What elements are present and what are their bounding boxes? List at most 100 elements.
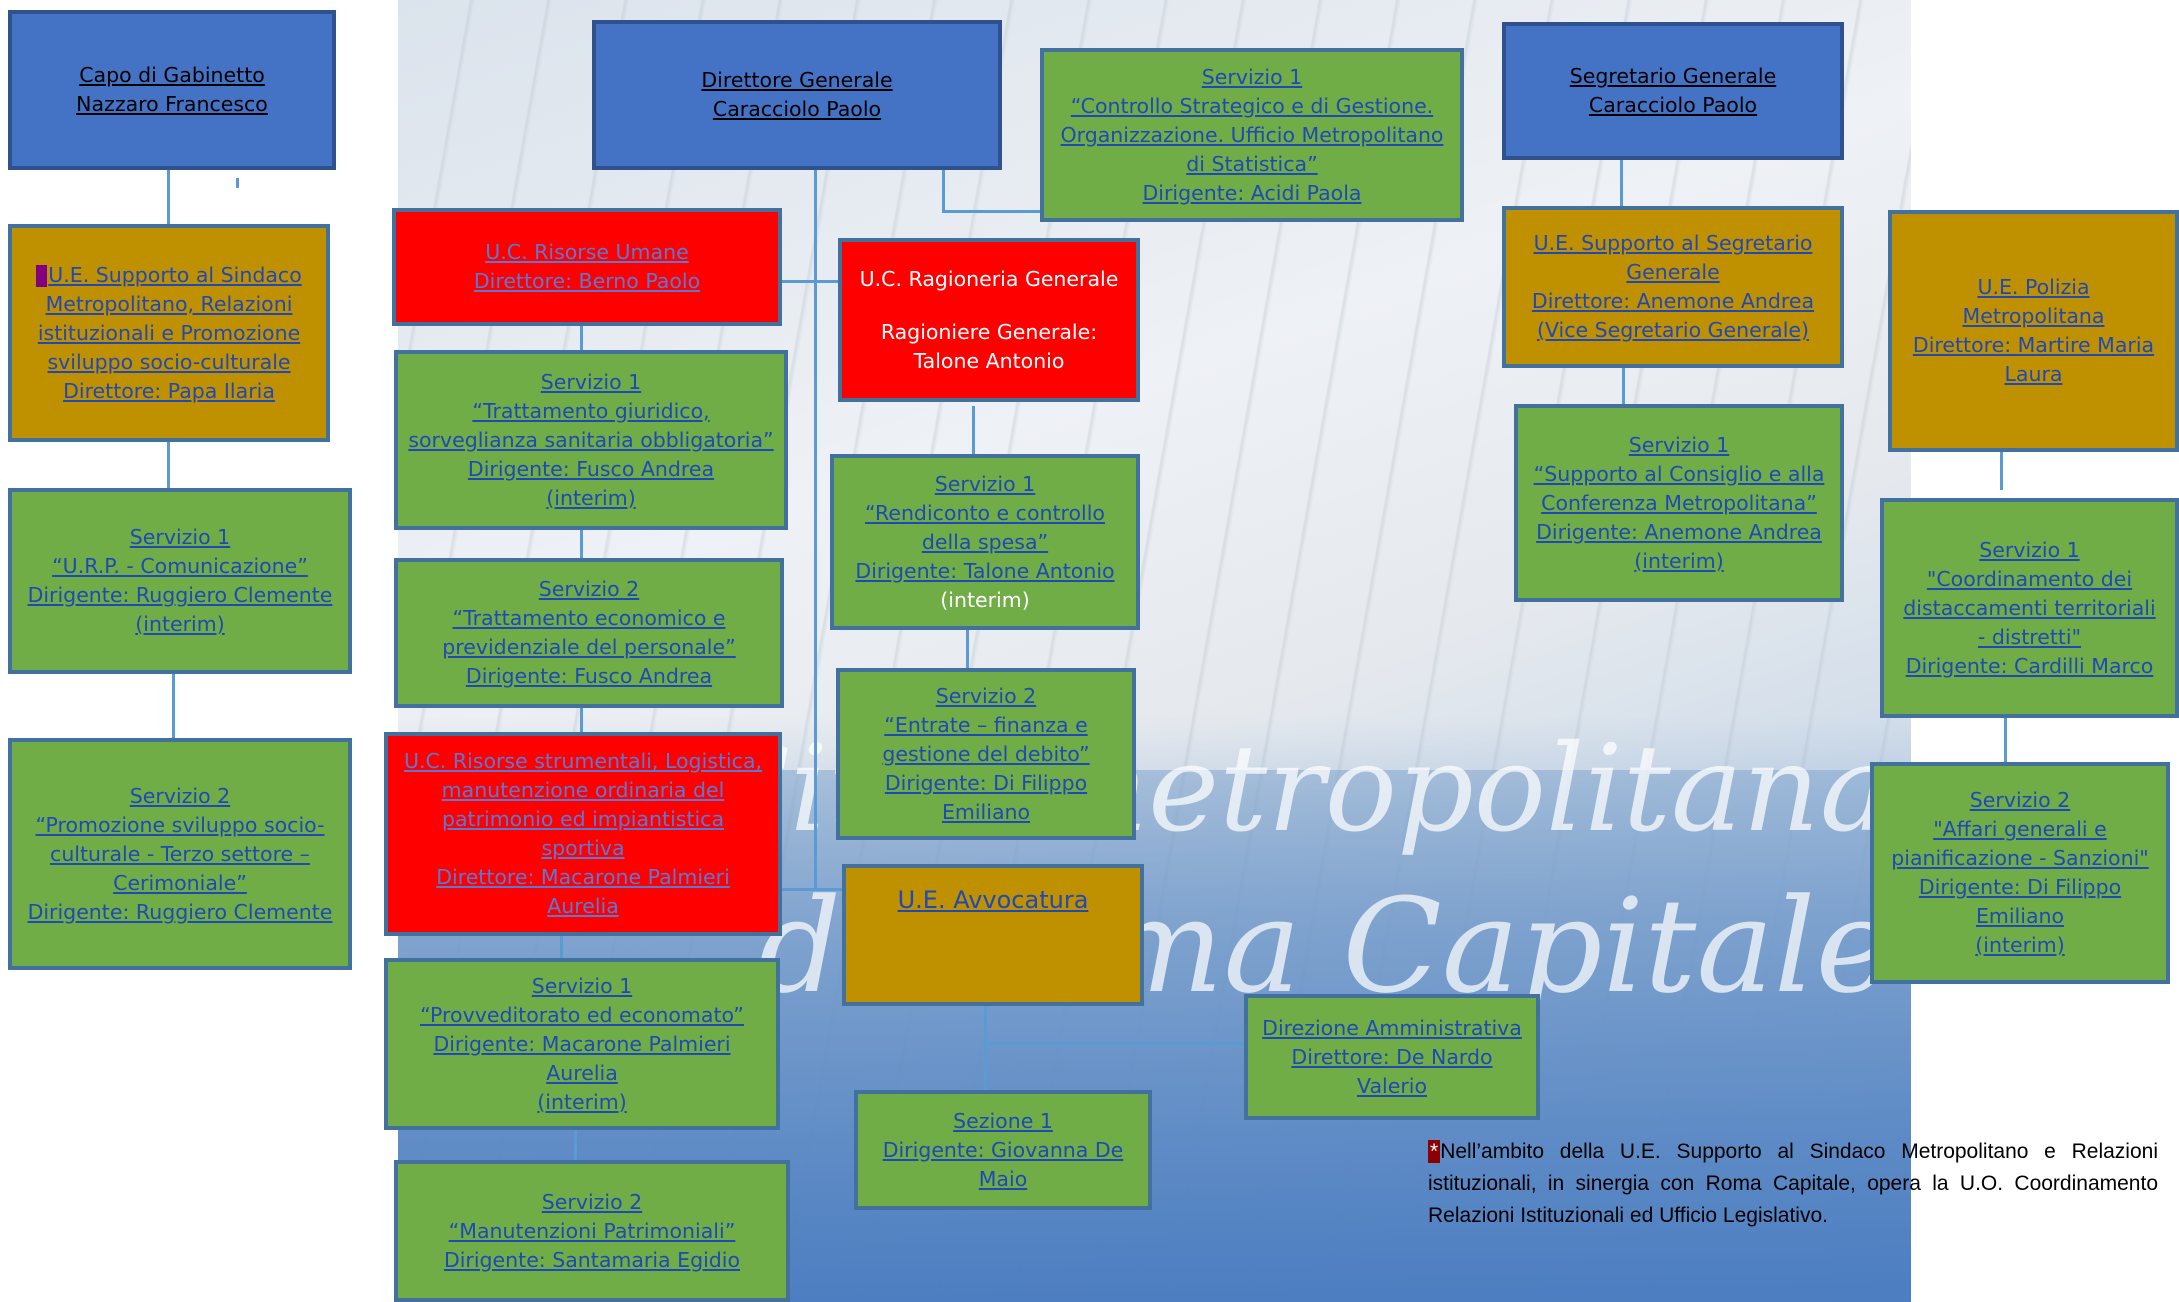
direttore-generale-box[interactable]: Direttore Generale Caracciolo Paolo: [592, 20, 1002, 170]
node-line[interactable]: Direttore: Anemone Andrea: [1531, 289, 1815, 313]
node-line[interactable]: “Provveditorato ed economato”: [420, 1002, 744, 1027]
node-line[interactable]: sorveglianza sanitaria obbligatoria”: [408, 427, 774, 452]
node-line[interactable]: (interim): [135, 612, 225, 636]
node-line[interactable]: Dirigente: Di Filippo: [1918, 875, 2122, 899]
node-line[interactable]: U.C. Risorse strumentali, Logistica,: [403, 749, 763, 773]
risorse-umane-servizio-1-box[interactable]: Servizio 1 “Trattamento giuridico, sorve…: [394, 350, 788, 530]
node-line[interactable]: (interim): [1634, 548, 1724, 573]
segretario-servizio-1-box[interactable]: Servizio 1 “Supporto al Consiglio e alla…: [1514, 404, 1844, 602]
node-line[interactable]: Emiliano: [1975, 904, 2065, 928]
risorse-strumentali-servizio-1-box[interactable]: Servizio 1 “Provveditorato ed economato”…: [384, 958, 780, 1130]
node-line[interactable]: Dirigente: Santamaria Egidio: [443, 1247, 741, 1272]
sindaco-servizio-2-box[interactable]: Servizio 2 “Promozione sviluppo socio- c…: [8, 738, 352, 970]
node-line[interactable]: “Trattamento economico e: [452, 606, 726, 630]
node-line[interactable]: Dirigente: Fusco Andrea: [467, 456, 715, 481]
node-line[interactable]: Servizio 1: [1628, 432, 1730, 457]
node-line[interactable]: Cerimoniale”: [113, 870, 247, 895]
sindaco-servizio-1-box[interactable]: Servizio 1 “U.R.P. - Comunicazione” Diri…: [8, 488, 352, 674]
node-line[interactable]: di Statistica”: [1186, 151, 1318, 176]
node-line[interactable]: (interim): [537, 1089, 627, 1114]
node-line[interactable]: “Promozione sviluppo socio-: [35, 812, 325, 837]
node-line[interactable]: (Vice Segretario Generale): [1536, 318, 1810, 342]
ragioneria-servizio-1-box[interactable]: Servizio 1 “Rendiconto e controllo della…: [830, 454, 1140, 630]
uc-risorse-strumentali-box[interactable]: U.C. Risorse strumentali, Logistica, man…: [384, 732, 782, 936]
risorse-umane-servizio-2-box[interactable]: Servizio 2 “Trattamento economico e prev…: [394, 558, 784, 708]
node-line[interactable]: U.E. Polizia: [1977, 275, 2090, 299]
node-line[interactable]: U.E. Supporto al Sindaco: [36, 261, 302, 290]
node-line[interactable]: Generale: [1626, 260, 1720, 284]
node-line[interactable]: Dirigente: Di Filippo: [884, 770, 1088, 795]
node-line[interactable]: (interim): [1975, 933, 2065, 957]
node-line[interactable]: Servizio 1: [540, 369, 642, 394]
node-line[interactable]: patrimonio ed impiantistica: [441, 807, 725, 831]
ue-supporto-sindaco-box[interactable]: U.E. Supporto al Sindaco Metropolitano, …: [8, 224, 330, 442]
node-line[interactable]: Servizio 2: [935, 683, 1037, 708]
polizia-servizio-1-box[interactable]: Servizio 1 "Coordinamento dei distaccame…: [1880, 498, 2179, 718]
node-line[interactable]: Dirigente: Ruggiero Clemente: [27, 899, 333, 924]
node-line[interactable]: Organizzazione. Ufficio Metropolitano: [1060, 122, 1444, 147]
node-line[interactable]: Aurelia: [546, 1060, 618, 1085]
node-line[interactable]: distaccamenti territoriali: [1903, 595, 2156, 620]
node-line[interactable]: Metropolitana: [1962, 304, 2105, 328]
node-line[interactable]: "Coordinamento dei: [1926, 566, 2133, 591]
node-line[interactable]: Direttore: Berno Paolo: [473, 269, 701, 293]
node-line[interactable]: Servizio 1: [1201, 64, 1303, 89]
node-line[interactable]: istituzionali e Promozione: [37, 320, 301, 345]
ragioneria-servizio-2-box[interactable]: Servizio 2 “Entrate – finanza e gestione…: [836, 668, 1136, 840]
node-line[interactable]: “U.R.P. - Comunicazione”: [52, 554, 308, 578]
uc-risorse-umane-box[interactable]: U.C. Risorse Umane Direttore: Berno Paol…: [392, 208, 782, 326]
node-line[interactable]: U.E. Avvocatura: [897, 886, 1089, 914]
node-line[interactable]: previdenziale del personale”: [442, 635, 736, 659]
node-line[interactable]: Laura: [2004, 362, 2063, 386]
node-line[interactable]: “Manutenzioni Patrimoniali”: [448, 1218, 736, 1243]
node-line[interactable]: Metropolitano, Relazioni: [45, 291, 293, 316]
node-line[interactable]: Direttore: Papa Ilaria: [63, 378, 275, 403]
node-line[interactable]: U.C. Risorse Umane: [485, 240, 689, 264]
node-line[interactable]: Dirigente: Acidi Paola: [1142, 180, 1362, 205]
node-line[interactable]: Aurelia: [547, 894, 619, 918]
uc-ragioneria-generale-box[interactable]: U.C. Ragioneria Generale Ragioniere Gene…: [838, 238, 1140, 402]
node-line[interactable]: sviluppo socio-culturale: [47, 349, 291, 374]
node-line[interactable]: Sezione 1: [953, 1108, 1053, 1133]
node-line[interactable]: Direttore: Macarone Palmieri: [436, 865, 730, 889]
ue-avvocatura-box[interactable]: U.E. Avvocatura: [842, 864, 1144, 1006]
segretario-generale-box[interactable]: Segretario Generale Caracciolo Paolo: [1502, 22, 1844, 160]
node-line[interactable]: Direttore: De Nardo: [1291, 1044, 1493, 1069]
node-line[interactable]: “Trattamento giuridico,: [472, 398, 710, 423]
avvocatura-sezione-1-box[interactable]: Sezione 1 Dirigente: Giovanna De Maio: [854, 1090, 1152, 1210]
node-line[interactable]: gestione del debito”: [882, 741, 1090, 766]
node-line[interactable]: Dirigente: Giovanna De: [882, 1137, 1124, 1162]
node-line[interactable]: Dirigente: Macarone Palmieri: [433, 1031, 731, 1056]
node-line[interactable]: “Entrate – finanza e: [884, 712, 1088, 737]
node-line[interactable]: “Rendiconto e controllo: [865, 500, 1105, 525]
node-line[interactable]: - distretti": [1977, 624, 2082, 649]
node-line[interactable]: “Supporto al Consiglio e alla: [1533, 461, 1825, 486]
node-line[interactable]: sportiva: [541, 836, 625, 860]
node-line[interactable]: Servizio 2: [538, 577, 640, 601]
ue-supporto-segretario-box[interactable]: U.E. Supporto al Segretario Generale Dir…: [1502, 206, 1844, 368]
node-line[interactable]: Maio: [978, 1166, 1028, 1191]
node-line[interactable]: Dirigente: Fusco Andrea: [465, 664, 713, 688]
node-line[interactable]: Dirigente: Cardilli Marco: [1905, 653, 2154, 678]
node-line[interactable]: Dirigente: Talone Antonio: [855, 558, 1115, 583]
node-line[interactable]: Servizio 2: [541, 1189, 643, 1214]
node-line[interactable]: Emiliano: [941, 799, 1031, 824]
node-line[interactable]: Servizio 2: [129, 783, 231, 808]
node-line[interactable]: Dirigente: Anemone Andrea: [1536, 519, 1822, 544]
node-line[interactable]: Conferenza Metropolitana”: [1541, 490, 1817, 515]
node-line[interactable]: "Affari generali e: [1933, 817, 2107, 841]
node-line[interactable]: Valerio: [1357, 1073, 1427, 1098]
node-line[interactable]: Servizio 1: [531, 973, 633, 998]
dg-servizio-1-box[interactable]: Servizio 1 “Controllo Strategico e di Ge…: [1040, 48, 1464, 222]
node-line[interactable]: della spesa”: [921, 529, 1049, 554]
node-line[interactable]: “Controllo Strategico e di Gestione.: [1070, 93, 1434, 118]
direzione-amministrativa-box[interactable]: Direzione Amministrativa Direttore: De N…: [1244, 994, 1540, 1120]
node-line[interactable]: Servizio 1: [934, 471, 1036, 496]
node-line[interactable]: pianificazione - Sanzioni": [1891, 846, 2149, 870]
node-line[interactable]: manutenzione ordinaria del: [441, 778, 725, 802]
node-line[interactable]: Servizio 2: [1969, 788, 2071, 812]
node-line[interactable]: U.E. Supporto al Segretario: [1533, 231, 1813, 255]
node-line[interactable]: Direzione Amministrativa: [1262, 1015, 1522, 1040]
polizia-servizio-2-box[interactable]: Servizio 2 "Affari generali e pianificaz…: [1870, 762, 2170, 984]
node-line[interactable]: Dirigente: Ruggiero Clemente: [27, 583, 333, 607]
